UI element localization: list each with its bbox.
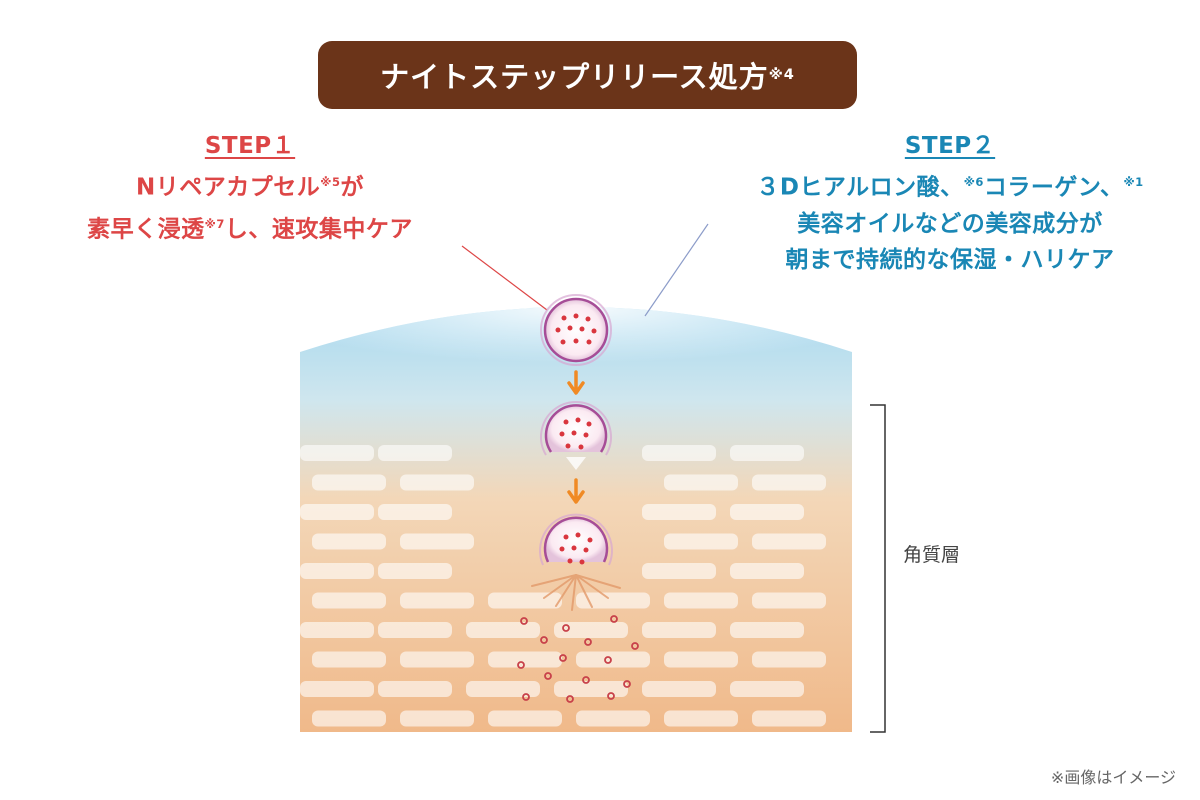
stratum-corneum-label: 角質層 <box>903 544 961 566</box>
step1-line2: 素早く浸透※7し、速攻集中ケア <box>40 206 460 248</box>
capsule-burst <box>517 513 639 703</box>
corneocyte-cell <box>664 651 738 668</box>
corneocyte-cell <box>554 622 628 638</box>
corneocyte-cell <box>378 681 452 697</box>
corneocyte-cells <box>300 445 826 727</box>
corneocyte-cell <box>664 710 738 727</box>
step1-line2-mark: ※7 <box>204 216 225 231</box>
corneocyte-cell <box>576 651 650 668</box>
step1-line1-tail: が <box>340 174 364 201</box>
arrow-down-1 <box>567 370 585 395</box>
corneocyte-cell <box>664 533 738 550</box>
corneocyte-cell <box>488 651 562 668</box>
step2-line2: 美容オイルなどの美容成分が <box>797 210 1103 237</box>
corneocyte-cell <box>730 445 804 461</box>
corneocyte-cell <box>488 592 562 609</box>
corneocyte-cell <box>312 533 386 550</box>
step1-heading: STEP１ <box>204 133 296 159</box>
corneocyte-cell <box>400 474 474 491</box>
step1-caption: STEP１ Nリペアカプセル※5が 素早く浸透※7し、速攻集中ケア <box>40 128 460 247</box>
corneocyte-cell <box>730 622 804 638</box>
corneocyte-cell <box>466 622 540 638</box>
corneocyte-cell <box>300 563 374 579</box>
corneocyte-cell <box>642 563 716 579</box>
corneocyte-cell <box>730 504 804 520</box>
title-banner: ナイトステップリリース処方※4 <box>318 41 857 109</box>
step1-line2-tail: し、速攻集中ケア <box>224 216 413 243</box>
corneocyte-cell <box>488 710 562 727</box>
step1-leader-line <box>461 245 548 311</box>
corneocyte-cell <box>466 681 540 697</box>
arrow-down-2 <box>567 478 585 504</box>
capsule-intact <box>540 294 612 366</box>
corneocyte-cell <box>400 592 474 609</box>
corneocyte-cell <box>378 563 452 579</box>
corneocyte-cell <box>312 592 386 609</box>
step2-leader-line <box>644 223 709 317</box>
step2-line1: ３Dヒアルロン酸、※6コラーゲン、※1 <box>700 164 1200 206</box>
corneocyte-cell <box>554 681 628 697</box>
stratum-bracket <box>870 404 886 733</box>
step2-heading: STEP２ <box>904 133 996 159</box>
corneocyte-cell <box>378 504 452 520</box>
step2-line1-text: ３Dヒアルロン酸、 <box>756 174 964 201</box>
corneocyte-cell <box>400 710 474 727</box>
image-note: ※画像はイメージ <box>1050 768 1176 787</box>
corneocyte-cell <box>400 651 474 668</box>
corneocyte-cell <box>378 622 452 638</box>
step2-line1-text2: コラーゲン、 <box>983 174 1124 201</box>
corneocyte-cell <box>664 592 738 609</box>
step2-line1-mark2: ※1 <box>1123 175 1144 189</box>
corneocyte-cell <box>312 710 386 727</box>
corneocyte-cell <box>576 710 650 727</box>
step2-line1-mark: ※6 <box>963 175 984 189</box>
corneocyte-cell <box>642 504 716 520</box>
corneocyte-cell <box>730 563 804 579</box>
corneocyte-cell <box>312 651 386 668</box>
corneocyte-cell <box>752 592 826 609</box>
corneocyte-cell <box>642 445 716 461</box>
corneocyte-cell <box>752 651 826 668</box>
capsule-opening <box>540 400 612 470</box>
step1-line1: Nリペアカプセル※5が <box>40 164 460 206</box>
title-note-mark: ※4 <box>768 67 795 83</box>
corneocyte-cell <box>312 474 386 491</box>
corneocyte-cell <box>378 445 452 461</box>
step1-line1-text: Nリペアカプセル <box>136 174 321 201</box>
step2-caption: STEP２ ３Dヒアルロン酸、※6コラーゲン、※1 美容オイルなどの美容成分が … <box>700 128 1200 278</box>
corneocyte-cell <box>400 533 474 550</box>
corneocyte-cell <box>300 622 374 638</box>
corneocyte-cell <box>642 622 716 638</box>
step1-line2-text: 素早く浸透 <box>87 216 205 243</box>
corneocyte-cell <box>752 710 826 727</box>
corneocyte-cell <box>300 504 374 520</box>
corneocyte-cell <box>642 681 716 697</box>
corneocyte-cell <box>752 533 826 550</box>
step1-line1-mark: ※5 <box>320 175 341 189</box>
corneocyte-cell <box>576 592 650 609</box>
corneocyte-cell <box>300 681 374 697</box>
corneocyte-cell <box>664 474 738 491</box>
corneocyte-cell <box>752 474 826 491</box>
corneocyte-cell <box>730 681 804 697</box>
corneocyte-cell <box>300 445 374 461</box>
title-text: ナイトステップリリース処方 <box>380 60 769 94</box>
step2-line3: 朝まで持続的な保湿・ハリケア <box>785 246 1115 273</box>
